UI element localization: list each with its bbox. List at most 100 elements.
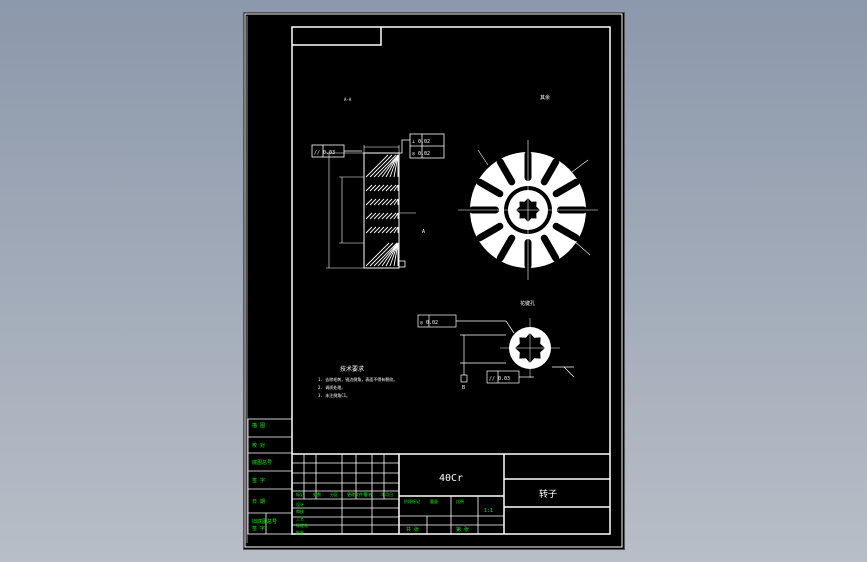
roughness-note: 其余 [540, 94, 550, 101]
hatch-line [365, 184, 373, 192]
sheet-info-1: 第 张 [456, 526, 469, 533]
hatch-line [393, 242, 399, 267]
hatch-line [389, 212, 397, 220]
hatch-line [393, 154, 399, 178]
hatch-line [381, 184, 389, 192]
hatch-line [369, 212, 377, 220]
hatch-line [373, 242, 398, 267]
rotor-slot [552, 222, 580, 242]
design-label-3: 标准化 [296, 522, 308, 528]
stage-label-1: 重量 [430, 498, 438, 504]
detail-dims [417, 314, 575, 384]
tolerance-frame-2 [364, 133, 445, 159]
design-label-4: 批准 [296, 529, 304, 535]
hatch-line [393, 184, 399, 192]
rotor-front-view [458, 140, 598, 280]
leader-1 [567, 159, 589, 176]
section-view-a-a [326, 145, 416, 269]
hatch-line [369, 198, 377, 206]
left-title-cell-6: 签 字 [252, 525, 265, 532]
hatch-line [369, 154, 393, 178]
hatch-line [385, 154, 399, 178]
stage-label-0: 阶段标记 [404, 498, 420, 504]
hatch-line [393, 212, 399, 220]
hatch-line [381, 242, 399, 267]
design-label-2: 工艺 [296, 516, 304, 521]
tech-title: 技术要求 [340, 365, 364, 373]
design-label-1: 审核 [296, 508, 304, 514]
left-title-cell-0: 描 图 [252, 422, 265, 429]
hatch-line [377, 154, 399, 178]
tech-note-2: 3. 未注倒角C1。 [318, 392, 350, 398]
hatch-line [385, 184, 393, 192]
row-label-2: 分区 [330, 491, 338, 497]
sheet-info-0: 共 张 [406, 526, 419, 533]
hatch-line [393, 198, 399, 206]
left-title-cell-4: 日 期 [252, 499, 265, 505]
part-name-label: 转子 [539, 488, 557, 500]
hatch-line [377, 226, 385, 234]
hatch-line [365, 226, 373, 234]
design-label-0: 设计 [296, 501, 304, 507]
hatch-line [389, 242, 399, 267]
hatch-line [373, 184, 381, 192]
hatch-line [389, 184, 397, 192]
rotor-slot [540, 234, 560, 262]
left-title-cell-2: 底图总号 [252, 459, 272, 466]
leader-2 [572, 239, 591, 256]
spline-hole-detail: 花键孔 [500, 300, 560, 378]
hatch-line [365, 198, 373, 206]
hatch-line [385, 212, 393, 220]
row-label-5: 年月日 [381, 491, 393, 497]
hatch-line [369, 242, 394, 267]
title-block-texts: 40Cr转子标记处数分区更改文件号签名年月日设计审核工艺标准化批准阶段标记重量比… [296, 473, 557, 535]
hatch-line [373, 154, 397, 178]
hatch-line [377, 212, 385, 220]
leader-3 [477, 149, 489, 166]
rotor-slot [552, 178, 580, 198]
rotor-slot [496, 158, 516, 186]
code-box [292, 27, 382, 46]
hatch-line [389, 226, 397, 234]
hatch-line [389, 154, 399, 178]
inner-frame [291, 26, 611, 535]
outer-border [244, 13, 623, 548]
hatch-line [373, 226, 381, 234]
rotor-slot [476, 178, 504, 198]
hatch-line [381, 212, 389, 220]
datum-b: B [462, 385, 465, 391]
tolerance-frame-1 [311, 144, 362, 158]
title-block [291, 453, 611, 535]
left-title-column [247, 418, 293, 535]
hatch-line [373, 212, 381, 220]
detail-title: 花键孔 [520, 300, 535, 307]
row-label-3: 更改文件号 [347, 491, 367, 497]
hatch-line [365, 242, 390, 267]
hatch-line [369, 184, 377, 192]
rotor-slot [476, 222, 504, 242]
left-title-cell-3: 签 字 [252, 477, 265, 484]
hatch-line [377, 198, 385, 206]
hatch-line [377, 242, 399, 267]
hatch-line [385, 198, 393, 206]
section-label: A-A [344, 97, 352, 102]
left-title-cell-1: 校 对 [252, 442, 265, 449]
hatch-line [365, 212, 373, 220]
row-label-0: 标记 [296, 491, 304, 497]
tolerance-5: // 0.03 [489, 376, 510, 382]
tech-note-0: 1. 去除毛刺，锐边倒角，表面不得有裂纹。 [318, 376, 397, 382]
hatch-line [385, 226, 393, 234]
hatch-line [365, 154, 389, 178]
hatch-line [385, 242, 399, 267]
row-label-4: 签名 [364, 491, 372, 497]
datum-a: A [422, 229, 425, 235]
rotor-slot [540, 158, 560, 186]
hatch-line [369, 226, 377, 234]
hatch-line [373, 198, 381, 206]
rotor-slot [496, 234, 516, 262]
material-label: 40Cr [439, 473, 463, 484]
stage-label-2: 比例 [456, 498, 464, 504]
